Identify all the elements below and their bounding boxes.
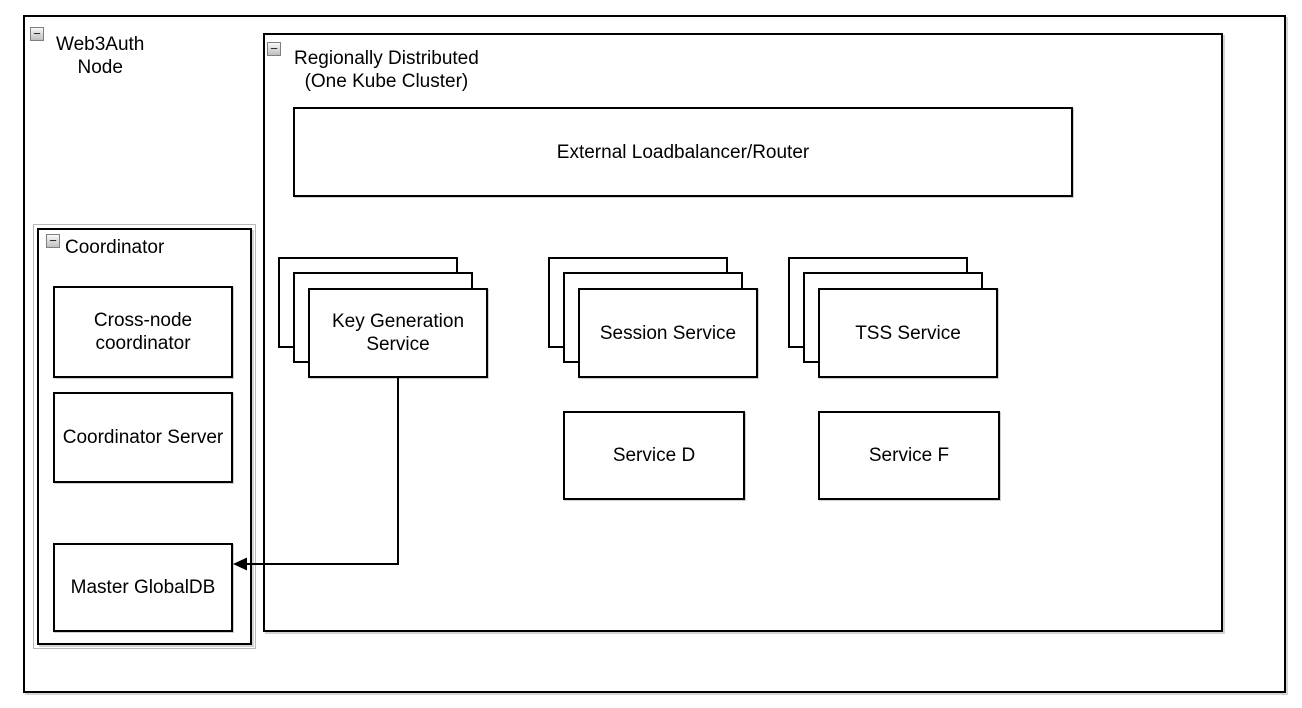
group-web3auth-node[interactable]: − Web3Auth Node − Coordinator Cross-node… [23,15,1286,693]
node-label: Service D [612,445,696,466]
minus-icon: − [49,233,57,248]
group-regionally-distributed[interactable]: − Regionally Distributed (One Kube Clust… [263,33,1223,632]
group-label-web3auth-node: Web3Auth Node [56,34,145,78]
edge-keygen-to-master-globaldb[interactable] [233,378,399,571]
arrowhead-icon [233,557,247,571]
node-label: Key Generation Service [331,311,465,355]
node-label: Session Service [599,322,737,344]
node-session-service[interactable]: Session Service [578,288,758,378]
collapse-icon[interactable]: − [267,42,281,56]
node-key-generation-service[interactable]: Key Generation Service [308,288,488,378]
minus-icon: − [270,41,278,56]
group-coordinator[interactable]: − Coordinator Cross-node coordinator Coo… [33,224,256,649]
node-label: Service F [868,445,950,466]
node-service-f[interactable]: Service F [818,411,1000,500]
node-tss-service[interactable]: TSS Service [818,288,998,378]
minus-icon: − [33,26,41,41]
node-label: External Loadbalancer/Router [556,141,810,163]
node-label: TSS Service [855,322,961,344]
node-external-loadbalancer[interactable]: External Loadbalancer/Router [293,107,1073,197]
node-cross-node-coordinator[interactable]: Cross-node coordinator [53,286,233,378]
group-label-regionally-distributed: Regionally Distributed (One Kube Cluster… [294,48,479,92]
collapse-icon[interactable]: − [46,234,60,248]
collapse-icon[interactable]: − [30,27,44,41]
node-label: Cross-node coordinator [93,310,193,354]
node-coordinator-server[interactable]: Coordinator Server [53,392,233,483]
node-label: Coordinator Server [62,427,224,448]
node-service-d[interactable]: Service D [563,411,745,500]
node-label: Master GlobalDB [70,577,216,598]
node-master-globaldb[interactable]: Master GlobalDB [53,543,233,632]
group-label-coordinator: Coordinator [65,237,165,258]
